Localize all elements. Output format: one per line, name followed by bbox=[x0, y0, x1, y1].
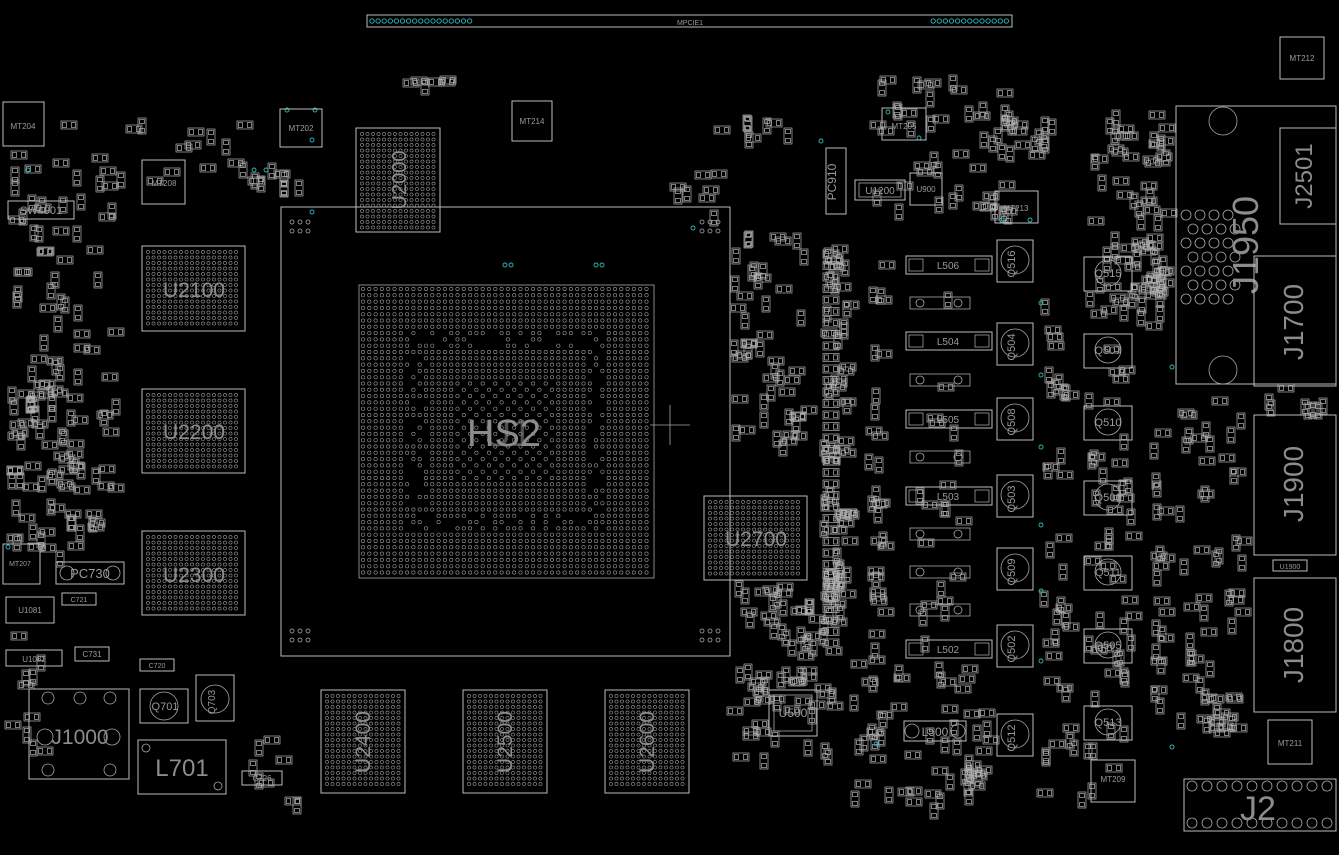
u2700-label: U2700 bbox=[725, 528, 787, 551]
mt212[interactable]: MT212 bbox=[1279, 36, 1325, 80]
transistor-q701[interactable]: Q701 bbox=[139, 688, 189, 724]
mt213[interactable]: MT213 bbox=[994, 190, 1039, 224]
pc730-label: PC730 bbox=[70, 566, 110, 581]
ic-u900[interactable]: U900 bbox=[909, 172, 943, 206]
mpcie-label: MPCIE1 bbox=[677, 20, 703, 27]
q701-label: Q701 bbox=[152, 701, 179, 713]
u2200-label: U2200 bbox=[163, 421, 225, 444]
u2400-label: U2400 bbox=[352, 711, 375, 773]
cap-c721[interactable]: C721 bbox=[61, 592, 97, 606]
connector-j1000[interactable]: J1000 bbox=[28, 688, 130, 780]
switch-sw4001[interactable]: SW4001 bbox=[7, 200, 75, 220]
connector-j1700[interactable]: J1700 bbox=[1253, 255, 1337, 387]
main-ic-ghost-label: U1 bbox=[484, 413, 533, 455]
connector-j1800[interactable]: J1800 bbox=[1253, 577, 1337, 713]
connector-j1900[interactable]: J1900 bbox=[1253, 414, 1337, 556]
bga-u2200[interactable]: U2200 bbox=[141, 388, 246, 474]
bga-u2700[interactable]: U2700 bbox=[703, 495, 808, 581]
q703-label: Q703 bbox=[207, 689, 218, 714]
j1000-label: J1000 bbox=[51, 726, 108, 749]
mt204[interactable]: MT204 bbox=[2, 101, 45, 147]
l701-label: L701 bbox=[155, 755, 208, 782]
mt207[interactable]: MT207 bbox=[2, 543, 41, 585]
cap-c726[interactable]: C726 bbox=[241, 770, 283, 786]
ic-u500[interactable]: U500 bbox=[768, 689, 818, 737]
mt208[interactable]: MT208 bbox=[141, 159, 186, 205]
main-ic-label: HS2 bbox=[467, 413, 541, 455]
inductor-l701[interactable]: L701 bbox=[137, 739, 227, 795]
mt205[interactable]: MT205 bbox=[881, 107, 927, 141]
generated-footprints bbox=[4, 74, 1328, 820]
mt202[interactable]: MT202 bbox=[279, 108, 323, 148]
mt211[interactable]: MT211 bbox=[1267, 719, 1313, 765]
transistor-q703[interactable]: Q703 bbox=[195, 674, 235, 722]
ic-u1081[interactable]: U1081 bbox=[5, 596, 55, 624]
inductor-l500[interactable]: L500 bbox=[903, 720, 967, 742]
u2000-label: U2000 bbox=[389, 151, 411, 210]
bga-u2100[interactable]: U2100 bbox=[141, 245, 246, 332]
main-soc[interactable]: U1 HS2 bbox=[280, 206, 731, 657]
cap-pc910[interactable]: PC910 bbox=[825, 147, 847, 215]
bga-u2000[interactable]: U2000 bbox=[355, 127, 441, 233]
sw4001-label: SW4001 bbox=[20, 205, 62, 217]
cap-c731[interactable]: C731 bbox=[74, 646, 110, 662]
bga-u2300[interactable]: U2300 bbox=[141, 530, 246, 616]
cap-pc730[interactable]: PC730 bbox=[55, 561, 125, 585]
u2500-label: U2500 bbox=[494, 711, 517, 773]
power-transistors: Q516Q504Q508Q503Q509Q502Q512Q515Q507Q510… bbox=[996, 239, 1133, 757]
mt214[interactable]: MT214 bbox=[511, 100, 553, 142]
connector-j1950[interactable]: J1950 bbox=[1175, 105, 1337, 385]
mpcie-connector[interactable]: MPCIE1 bbox=[366, 14, 1013, 28]
bga-u2400[interactable]: U2400 bbox=[320, 689, 406, 794]
bga-u2500[interactable]: U2500 bbox=[462, 689, 548, 794]
connector-j2501[interactable]: J2501 bbox=[1279, 127, 1337, 225]
u2600-label: U2600 bbox=[636, 711, 659, 773]
mt209[interactable]: MT209 bbox=[1090, 759, 1136, 803]
u2100-label: U2100 bbox=[163, 279, 225, 302]
cap-c720[interactable]: C720 bbox=[139, 658, 175, 672]
ic-u1082[interactable]: U1082 bbox=[5, 649, 63, 667]
bga-u2600[interactable]: U2600 bbox=[604, 689, 690, 794]
label-u1900: U1900 bbox=[1272, 559, 1308, 572]
connector-j2[interactable]: J2 bbox=[1183, 778, 1337, 832]
u2300-label: U2300 bbox=[163, 564, 225, 587]
ic-u1200[interactable]: U1200 bbox=[854, 179, 906, 201]
